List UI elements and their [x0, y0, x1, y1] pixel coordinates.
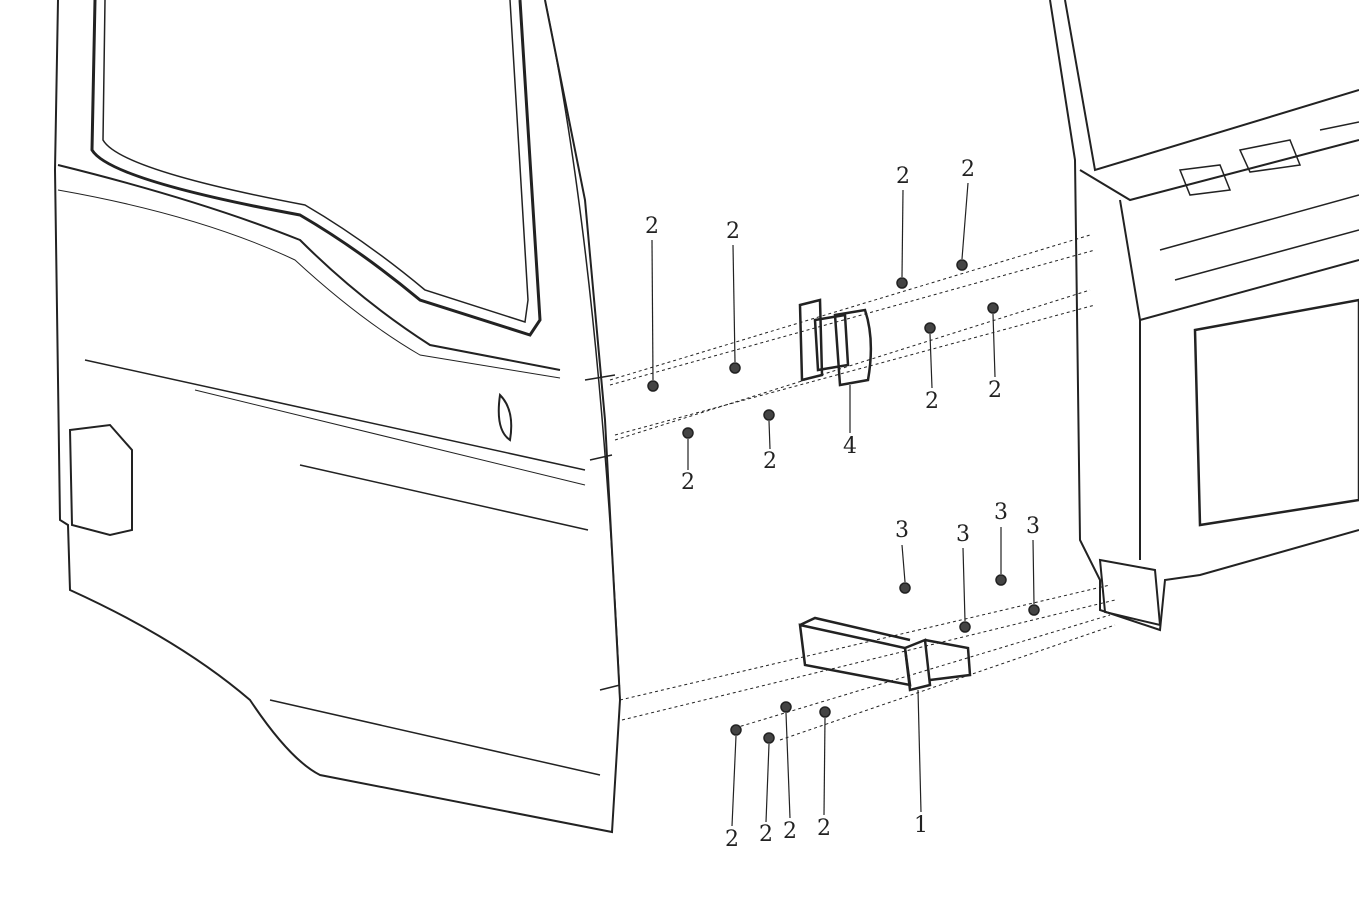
- callout-label: 2: [925, 389, 939, 414]
- callout-label: 2: [817, 816, 831, 841]
- cab-frame: [1049, 0, 1359, 632]
- callout-label: 3: [895, 518, 909, 543]
- callout-label: 2: [988, 378, 1002, 403]
- callout-label: 2: [726, 219, 740, 244]
- callout-label: 2: [896, 164, 910, 189]
- fasteners: [647, 259, 1040, 744]
- callout-label: 3: [994, 500, 1008, 525]
- callout-label: 2: [763, 449, 777, 474]
- callout-label: 3: [956, 522, 970, 547]
- callout-label-lower-hinge: 1: [914, 813, 928, 838]
- callout-label: 2: [783, 819, 797, 844]
- upper-hinge: [798, 298, 873, 387]
- callout-label: 2: [759, 822, 773, 847]
- callout-label: 2: [961, 157, 975, 182]
- lower-hinge: [798, 616, 972, 692]
- door-panel: [53, 0, 622, 834]
- callout-label: 2: [645, 214, 659, 239]
- leader-lines: [651, 182, 1035, 827]
- callout-label: 2: [681, 470, 695, 495]
- callout-label: 2: [725, 827, 739, 852]
- callout-label-upper-hinge: 4: [843, 434, 857, 459]
- callout-label: 3: [1026, 514, 1040, 539]
- alignment-lines: [609, 234, 1116, 741]
